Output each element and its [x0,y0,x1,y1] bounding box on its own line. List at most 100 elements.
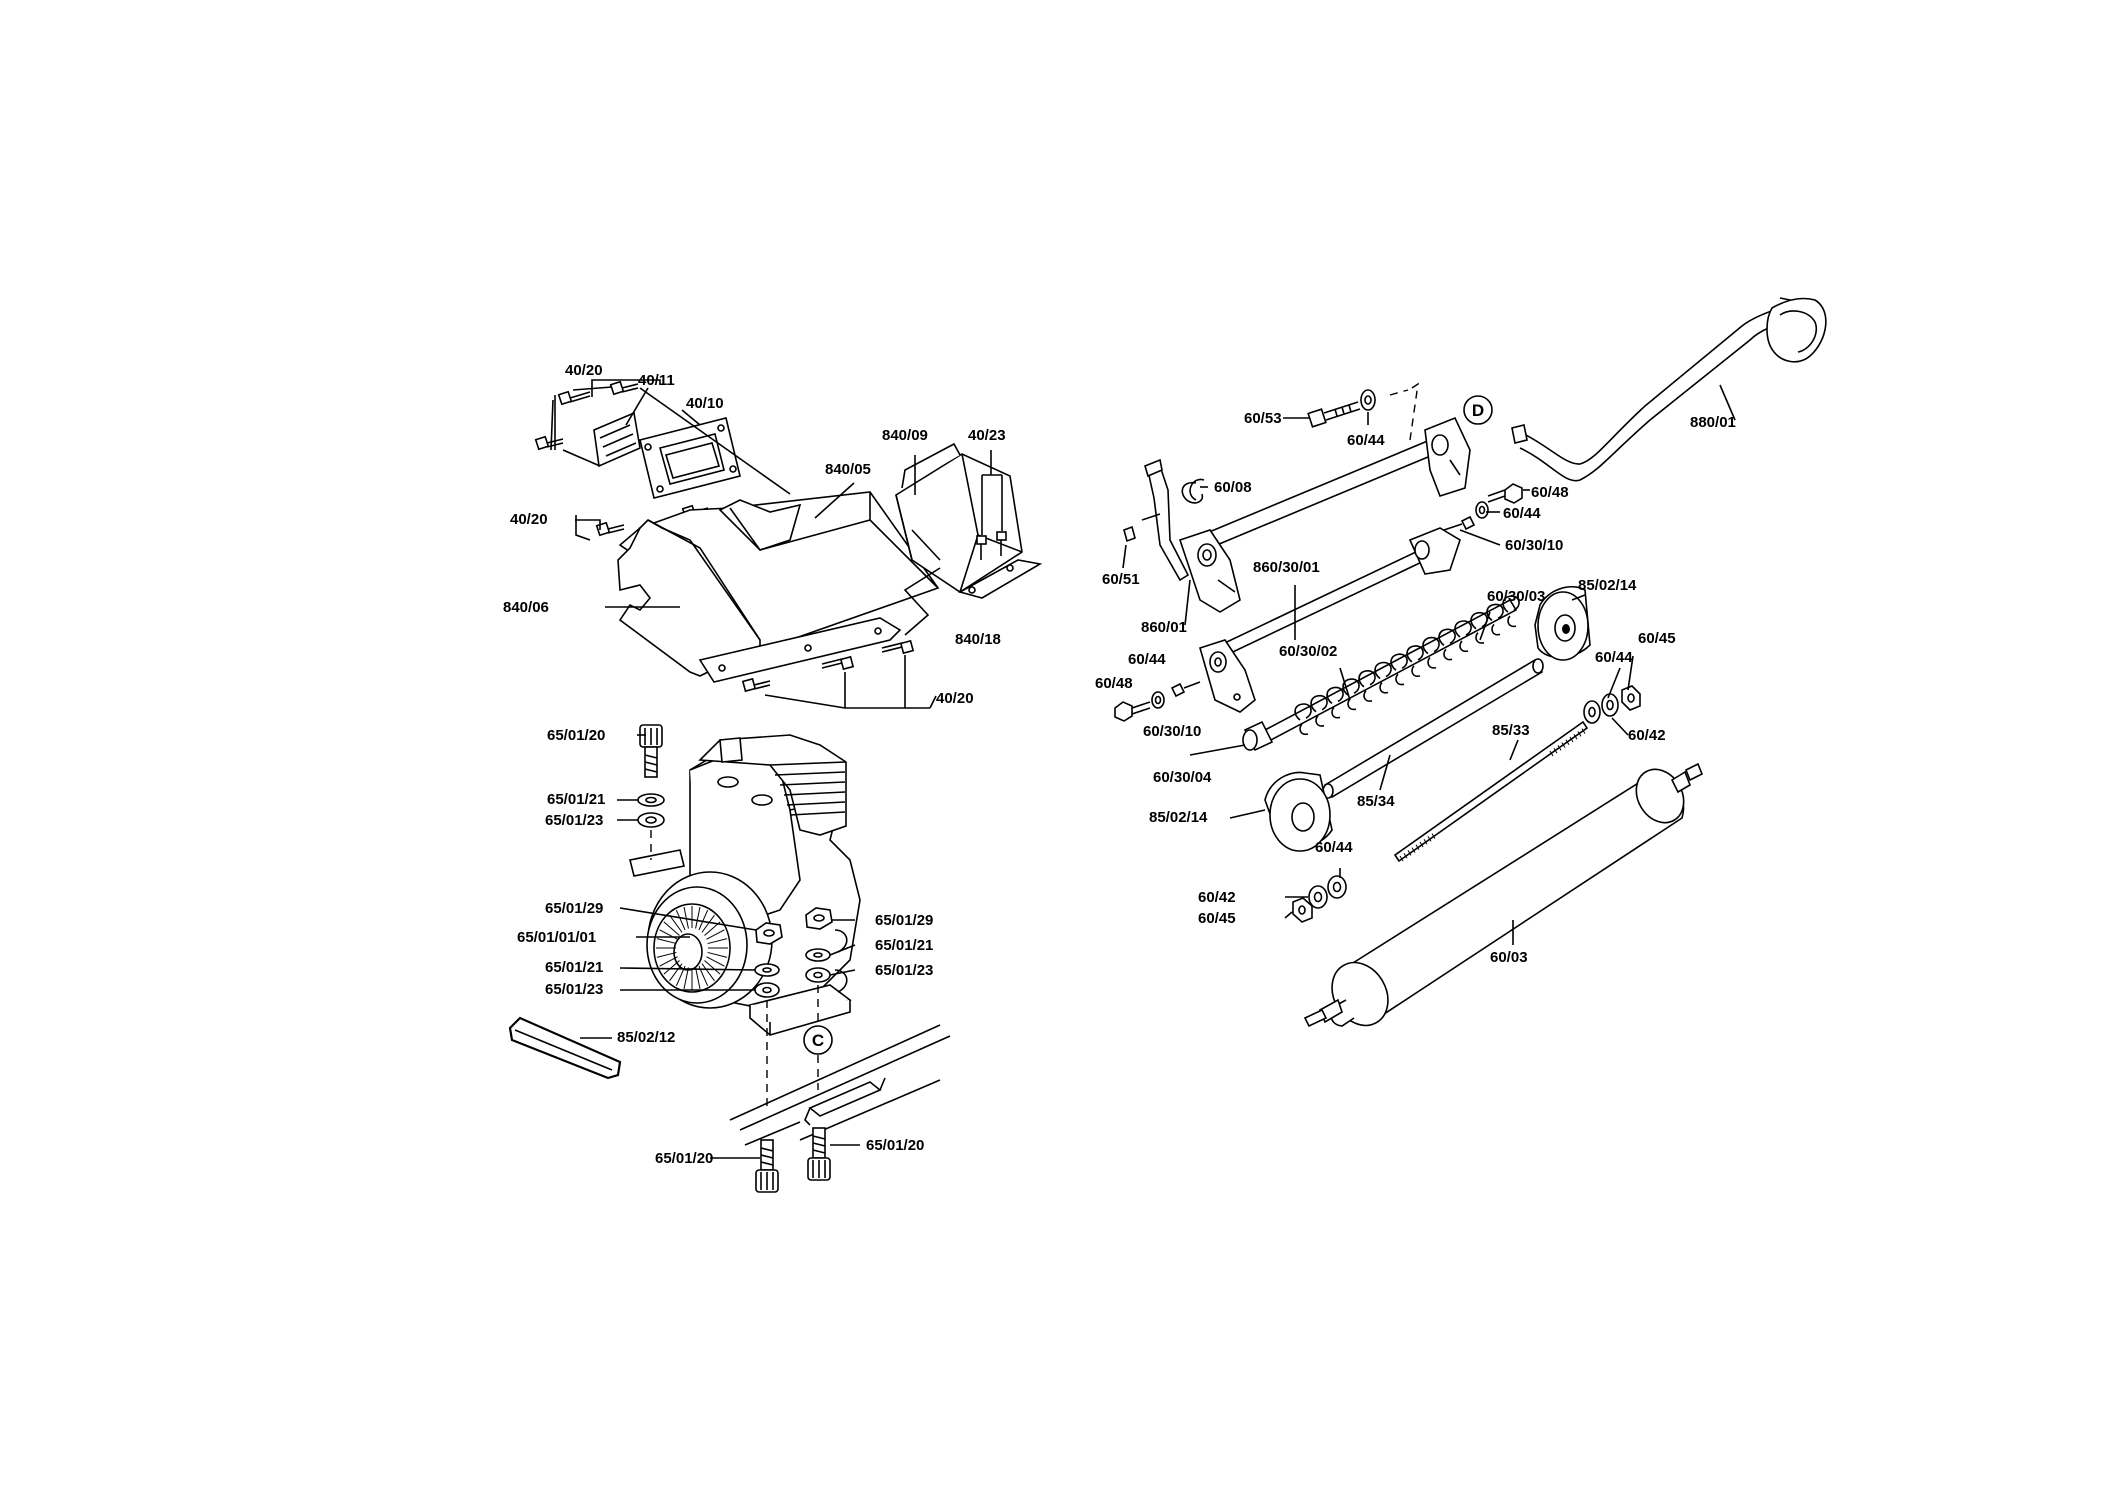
nut-60-45-left [1292,897,1313,923]
label-65-01-23-c: 65/01/23 [875,962,933,979]
bolt-65-01-20-top [639,724,663,778]
spring-coil [1310,694,1328,727]
label-60-44-d: 60/44 [1595,649,1633,666]
label-85-34: 85/34 [1357,793,1395,810]
wheel-85-02-14-right [1534,586,1591,661]
label-60-08: 60/08 [1214,479,1252,496]
label-65-01-21-a: 65/01/21 [547,791,605,808]
label-60-45-b: 60/45 [1198,910,1236,927]
starter-fin [663,960,680,975]
bolt-60-48-right [1487,483,1523,504]
label-85-02-14-b: 85/02/14 [1149,809,1208,826]
screw-40-20-g [821,655,855,671]
engine-assembly: C [508,724,951,1193]
bolt-60-53 [1307,401,1361,428]
washer-60-44-left [1151,691,1165,709]
shaft-upper [1178,416,1471,613]
washer-65-01-23-top [637,812,665,828]
washer-65-01-23-a [754,982,780,998]
washer-60-44-right [1475,501,1489,519]
screw-40-23-a [976,535,987,560]
label-40-10: 40/10 [686,395,724,412]
label-60-48-b: 60/48 [1095,675,1133,692]
thread-mark [1557,745,1562,751]
starter-fin [707,951,728,958]
label-40-20-b: 40/20 [510,511,548,528]
thread-mark [1573,733,1578,740]
threaded-rod-85-33 [1393,720,1589,863]
label-40-20-a: 40/20 [565,362,603,379]
label-60-53: 60/53 [1244,410,1282,427]
label-60-44-c: 60/44 [1128,651,1166,668]
starter-fin [706,929,725,940]
label-85-02-12: 85/02/12 [617,1029,675,1046]
label-40-11: 40/11 [638,372,675,389]
thread-mark [1431,833,1436,839]
thread-mark [1577,731,1582,737]
screw-40-20-c [534,435,564,451]
thread-mark [1427,836,1432,842]
label-60-48-a: 60/48 [1531,484,1569,501]
spring-coil [1454,620,1472,653]
label-840-06: 840/06 [503,599,549,616]
label-60-03: 60/03 [1490,949,1528,966]
label-65-01-21-c: 65/01/21 [875,937,933,954]
thread-mark [1549,750,1554,757]
nut-65-01-29-a [755,922,783,945]
label-860-01: 860/01 [1141,619,1187,636]
spring-coil [1374,661,1392,694]
thread-mark [1553,747,1558,754]
gasket-40-10 [639,417,741,499]
label-60-44-e: 60/44 [1315,839,1353,856]
label-60-45-a: 60/45 [1638,630,1676,647]
screw-40-20-a [557,390,591,406]
cylinder-head [698,734,847,836]
marker-c-letter: C [812,1031,824,1050]
wheel-85-02-14-left [1264,771,1333,852]
spindle-85-34 [1322,658,1544,799]
leader-lines [554,379,1736,1159]
handle-880-01 [1511,297,1827,482]
thread-mark [1569,736,1574,743]
screw-40-20-b [609,380,639,396]
starter-fin [669,963,683,982]
washer-60-44-r1 [1583,700,1601,724]
spring-coil [1406,645,1424,678]
bar-860-30-01 [1199,527,1461,713]
label-65-01-29-a: 65/01/29 [545,900,603,917]
pin-60-51 [1123,525,1136,543]
bolt-65-01-20-bottom-b [807,1127,831,1181]
label-65-01-21-b: 65/01/21 [545,959,603,976]
thread-mark [1561,742,1566,748]
label-60-42-b: 60/42 [1198,889,1236,906]
label-65-01-23-b: 65/01/23 [545,981,603,998]
label-840-09: 840/09 [882,427,928,444]
frame-rail [729,1024,951,1146]
label-60-44-b: 60/44 [1503,505,1541,522]
starter-fin [704,960,721,975]
starter-fin [656,938,677,945]
label-840-18: 840/18 [955,631,1001,648]
thread-mark [1581,728,1586,734]
cover-rail [698,617,902,683]
starter-fin [707,938,728,945]
marker-d: D [1463,395,1493,425]
thread-mark [1565,739,1570,746]
label-60-44-a: 60/44 [1347,432,1385,449]
starter-fin [683,967,689,990]
spring-coil [1326,686,1344,719]
cover-840-06 [617,519,761,677]
washer-65-01-23-b [805,967,831,983]
washer-60-42-l [1308,885,1328,909]
bolt-60-48-left [1114,701,1151,722]
spring-coil [1422,636,1440,669]
spring-coil [1390,653,1408,686]
starter-fin [701,914,715,933]
cover-assembly [534,380,1043,709]
screw-40-20-h [881,639,915,655]
label-60-30-04: 60/30/04 [1153,769,1212,786]
spring-coil [1294,703,1312,736]
roller-assembly: D [1114,297,1827,1028]
spring-coil [1486,603,1504,636]
hex-key-85-02-12 [508,1016,622,1080]
